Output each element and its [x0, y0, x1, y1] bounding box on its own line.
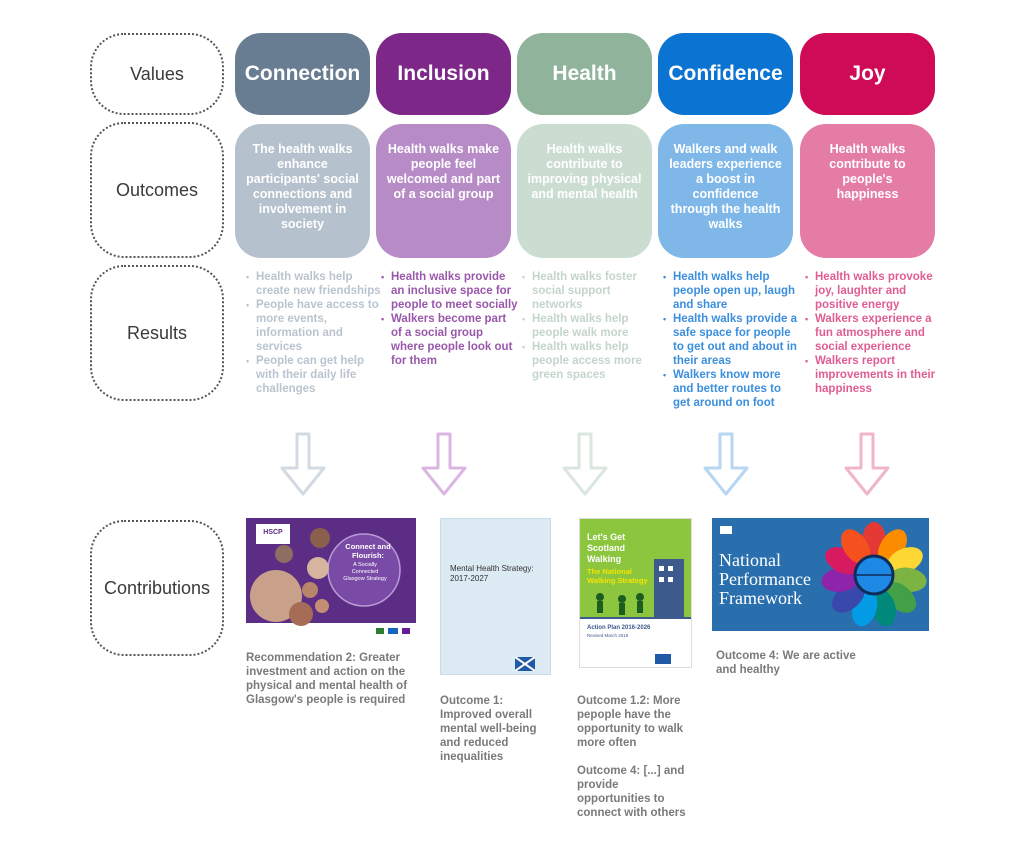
outcome-joy: Health walks contribute to people's happ… — [800, 124, 935, 258]
glasgow-doc-title: Connect and Flourish: — [345, 542, 391, 560]
mental-health-doc-title: Mental Health Strategy: — [450, 564, 534, 573]
walking-doc-revised: Revised March 2019 — [587, 633, 629, 638]
contribution-caption: Recommendation 2: Greater investment and… — [246, 652, 408, 706]
value-inclusion: Inclusion — [376, 33, 511, 115]
down-arrow-icon — [280, 432, 326, 496]
results-confidence: Health walks help people open up, laugh … — [663, 270, 801, 410]
down-arrow-icon — [421, 432, 467, 496]
walking-strategy-cover: Let's Get Scotland Walking The National … — [579, 518, 692, 668]
value-connection: Connection — [235, 33, 370, 115]
npf-doc-line2: Performance — [719, 569, 811, 589]
result-item: Walkers know more and better routes to g… — [663, 368, 801, 410]
scottish-government-logo-icon — [515, 657, 535, 671]
result-item: Health walks provoke joy, laughter and p… — [805, 270, 943, 312]
result-item: People have access to more events, infor… — [246, 298, 384, 354]
contribution-caption: Outcome 1: Improved overall mental well-… — [440, 695, 537, 763]
glasgow-strategy-cover: HSCP Connect and Flourish: A Socially Co… — [246, 518, 416, 638]
contribution-caption: Outcome 4: [...] and provide opportuniti… — [577, 765, 686, 819]
glasgow-doc-subtitle: A Socially Connected Glasgow Strategy — [343, 562, 387, 582]
row-label-values: Values — [90, 33, 224, 115]
walking-doc-line4: The National — [587, 567, 633, 576]
national-performance-framework-cover: National Performance Framework — [712, 518, 929, 631]
row-label-results: Results — [90, 265, 224, 401]
npf-doc-line1: National — [719, 550, 781, 570]
result-item: Walkers experience a fun atmosphere and … — [805, 312, 943, 354]
value-confidence: Confidence — [658, 33, 793, 115]
walking-doc-line2: Scotland — [587, 543, 626, 553]
mental-health-strategy-cover: Mental Health Strategy: 2017-2027 — [440, 518, 551, 675]
results-health: Health walks foster social support netwo… — [522, 270, 660, 382]
value-joy: Joy — [800, 33, 935, 115]
outcome-confidence: Walkers and walk leaders experience a bo… — [658, 124, 793, 258]
walking-doc-line3: Walking — [587, 554, 622, 564]
mental-health-doc-years: 2017-2027 — [450, 574, 489, 583]
down-arrow-icon — [703, 432, 749, 496]
down-arrow-icon — [562, 432, 608, 496]
results-joy: Health walks provoke joy, laughter and p… — [805, 270, 943, 396]
result-item: Health walks provide an inclusive space … — [381, 270, 519, 312]
contribution-caption: Outcome 1.2: More pepople have the oppor… — [577, 695, 684, 749]
outcome-health: Health walks contribute to improving phy… — [517, 124, 652, 258]
value-health: Health — [517, 33, 652, 115]
row-label-outcomes: Outcomes — [90, 122, 224, 258]
glasgow-logo: HSCP — [263, 529, 283, 536]
result-item: Walkers report improvements in their hap… — [805, 354, 943, 396]
outcome-inclusion: Health walks make people feel welcomed a… — [376, 124, 511, 258]
npf-doc-line3: Framework — [719, 588, 802, 608]
contribution-caption: Outcome 4: We are active and healthy — [716, 650, 856, 676]
down-arrow-icon — [844, 432, 890, 496]
row-label-contributions: Contributions — [90, 520, 224, 656]
result-item: Walkers become part of a social group wh… — [381, 312, 519, 368]
result-item: Health walks help people walk more — [522, 312, 660, 340]
outcome-connection: The health walks enhance participants' s… — [235, 124, 370, 258]
walking-doc-line1: Let's Get — [587, 532, 626, 542]
result-item: Health walks help people access more gre… — [522, 340, 660, 382]
results-connection: Health walks help create new friendships… — [246, 270, 384, 396]
result-item: Health walks foster social support netwo… — [522, 270, 660, 312]
walking-doc-plan: Action Plan 2016-2026 — [587, 625, 651, 631]
walking-doc-line5: Walking Strategy — [587, 576, 648, 585]
result-item: People can get help with their daily lif… — [246, 354, 384, 396]
result-item: Health walks help people open up, laugh … — [663, 270, 801, 312]
result-item: Health walks provide a safe space for pe… — [663, 312, 801, 368]
result-item: Health walks help create new friendships — [246, 270, 384, 298]
results-inclusion: Health walks provide an inclusive space … — [381, 270, 519, 368]
